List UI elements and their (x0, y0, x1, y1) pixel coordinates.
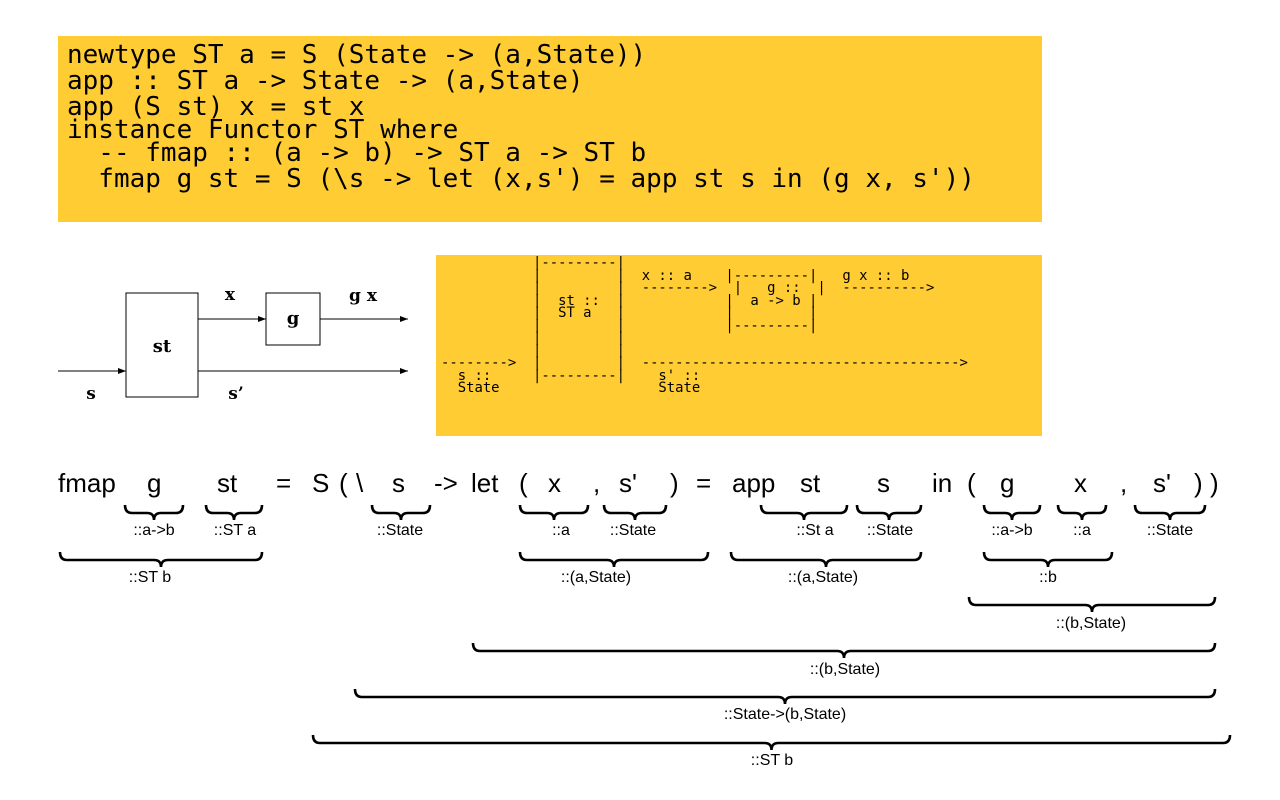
type-label: ::(b,State) (1055, 615, 1127, 632)
type-label: ::b (1039, 569, 1057, 586)
underbrace (967, 596, 1217, 613)
expr-s: s (392, 468, 405, 498)
underbrace (759, 504, 849, 521)
expr-paren: ( (967, 468, 976, 498)
expr-s-prime: s' (1153, 468, 1171, 498)
gx-label: g x (349, 286, 378, 306)
underbrace (311, 734, 1232, 751)
type-label: ::State (376, 522, 424, 539)
code-line: app (S st) x = st x (67, 92, 365, 122)
expr-paren: ( (339, 468, 348, 498)
expr-x: x (548, 468, 561, 498)
underbrace (123, 504, 185, 521)
code-line: -- fmap :: (a -> b) -> ST a -> ST b (67, 138, 647, 168)
code-block: newtype ST a = S (State -> (a,State)) ap… (58, 36, 1042, 222)
expr-g: g (147, 468, 162, 498)
expr-st: st (800, 468, 821, 498)
st-box-label: st (153, 336, 172, 357)
underbrace (1133, 504, 1207, 521)
type-label: ::a (552, 522, 570, 539)
type-label: ::St a (796, 522, 834, 539)
underbrace (518, 551, 710, 568)
expr-in: in (932, 468, 953, 498)
expr-paren: ) (670, 468, 679, 498)
expr-comma: , (593, 468, 601, 498)
underbrace (518, 504, 590, 521)
type-label: ::State (866, 522, 914, 539)
ascii-diagram: |---------| | | x :: a |---------| g x :… (441, 255, 968, 396)
underbrace (58, 551, 264, 568)
expr-paren: ) (1210, 468, 1219, 498)
g-box-label: g (287, 308, 300, 329)
expr-S: S (312, 468, 330, 498)
type-label: ::State->(b,State) (723, 706, 847, 723)
type-label: ::(a,State) (787, 569, 859, 586)
expr-let: let (471, 468, 499, 498)
x-label: x (225, 285, 236, 305)
expr-g: g (1000, 468, 1015, 498)
code-line: newtype ST a = S (State -> (a,State)) (67, 40, 647, 70)
type-label: ::ST a (213, 522, 257, 539)
type-label: ::a->b (133, 522, 175, 539)
underbrace (602, 504, 668, 521)
st-box (125, 292, 199, 398)
type-label: ::(a,State) (560, 569, 632, 586)
expr-paren: ( (519, 468, 528, 498)
expr-paren: ) (1194, 468, 1203, 498)
type-label: ::ST b (128, 569, 172, 586)
code-line: instance Functor ST where (67, 115, 459, 145)
underbrace (353, 688, 1217, 705)
expr-comma: , (1120, 468, 1128, 498)
type-label: ::State (1146, 522, 1194, 539)
expr-st: st (217, 468, 238, 498)
underbrace (982, 551, 1114, 568)
expr-backslash: \ (356, 468, 364, 498)
state-transformer-diagram: st g x g x s s’ (58, 285, 408, 404)
expr-fmap: fmap (58, 468, 116, 498)
underbrace (729, 551, 923, 568)
type-label: ::a (1073, 522, 1091, 539)
code-line: fmap g st = S (\s -> let (x,s') = app st… (67, 164, 975, 194)
expr-arrow: -> (434, 468, 458, 498)
underbrace (982, 504, 1042, 521)
underbrace (855, 504, 923, 521)
s-label: s (86, 384, 96, 404)
s2-label: s’ (228, 384, 244, 404)
expr-equals: = (696, 468, 712, 498)
underbrace (370, 504, 432, 521)
underbrace (471, 642, 1217, 659)
expr-x: x (1074, 468, 1087, 498)
type-label: ::(b,State) (809, 661, 881, 678)
ascii-diagram-background (436, 255, 1042, 436)
expr-app: app (732, 468, 776, 498)
code-line: app :: ST a -> State -> (a,State) (67, 66, 584, 96)
expr-s: s (877, 468, 890, 498)
expr-equals: = (276, 468, 292, 498)
type-label: ::a->b (991, 522, 1033, 539)
underbrace (204, 504, 264, 521)
expr-s-prime: s' (619, 468, 637, 498)
type-label: ::ST b (750, 752, 794, 769)
type-label: ::State (609, 522, 657, 539)
underbrace (1056, 504, 1108, 521)
